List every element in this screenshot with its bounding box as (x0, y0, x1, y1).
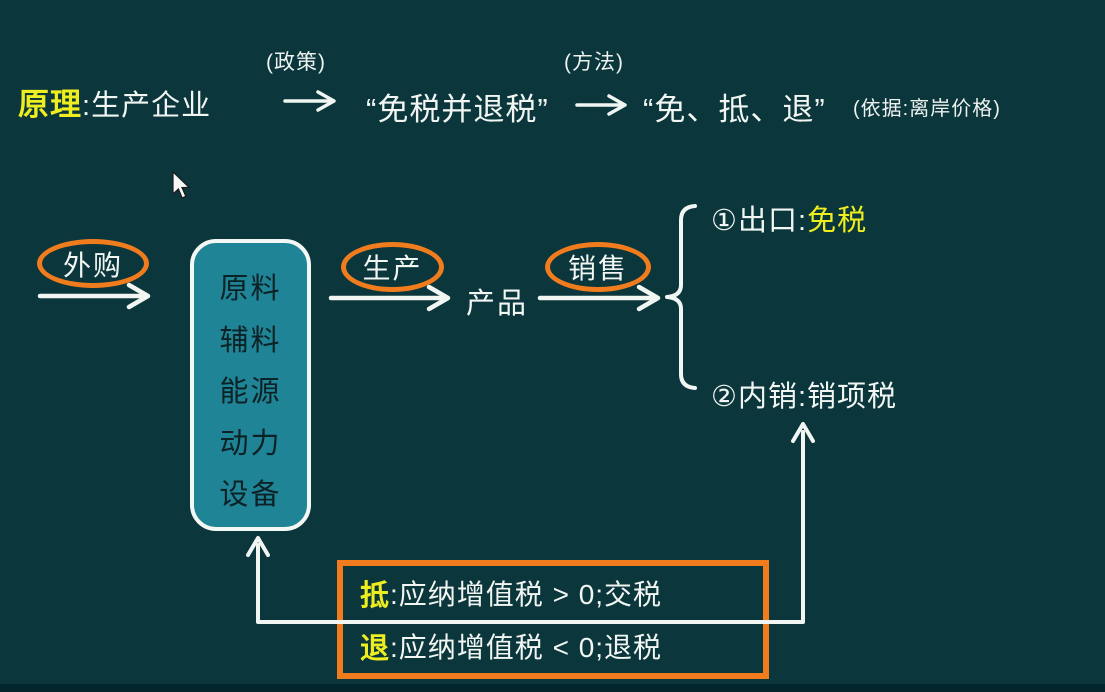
method-note: (方法) (564, 51, 624, 74)
rules-box: 抵:应纳增值税 > 0;交税 退:应纳增值税 < 0;退税 (337, 560, 769, 679)
policy-note: (政策) (266, 51, 326, 74)
rule-row-refund: 退:应纳增值税 < 0;退税 (343, 620, 763, 674)
header-arrow-method-icon (575, 94, 627, 116)
sell-label: 销售 (567, 253, 628, 284)
rule-key-refund: 退 (360, 633, 391, 666)
produce-label: 生产 (362, 253, 423, 284)
principle-colon: : (82, 90, 92, 122)
input-item-equipment: 设备 (219, 479, 282, 511)
policy-term: “免税并退税” (366, 92, 549, 127)
input-item-energy: 能源 (219, 376, 282, 408)
header-line: 原理:生产企业 (18, 79, 211, 124)
branch-export-highlight: 免税 (807, 205, 868, 237)
header-arrow-policy-icon (283, 90, 336, 112)
method-term: “免、抵、退” (643, 92, 826, 127)
header-subject: 生产企业 (91, 90, 212, 122)
purchase-label: 外购 (62, 249, 123, 281)
sell-ellipse: 销售 (545, 242, 651, 292)
bottom-edge-band (0, 684, 1105, 692)
branch-domestic: ②内销:销项税 (711, 381, 898, 413)
input-item-power: 动力 (219, 427, 282, 460)
basis-note: (依据:离岸价格) (853, 98, 1001, 120)
produce-ellipse: 生产 (341, 242, 444, 292)
input-item-auxiliary-materials: 辅料 (219, 324, 282, 357)
rule-text-refund: :应纳增值税 < 0;退税 (390, 632, 663, 664)
branch-brace (665, 204, 697, 390)
rule-text-credit: :应纳增值税 > 0;交税 (390, 578, 663, 610)
branch-export: ①出口:免税 (711, 197, 867, 239)
input-item-raw-materials: 原料 (219, 273, 282, 305)
purchase-arrow-icon (37, 282, 151, 310)
inputs-box: 原料 辅料 能源 动力 设备 (190, 239, 311, 531)
product-label: 产品 (466, 288, 529, 320)
principle-label: 原理 (18, 87, 82, 122)
rule-key-credit: 抵 (360, 579, 391, 612)
branch-export-prefix: ①出口: (711, 205, 808, 237)
purchase-ellipse: 外购 (37, 239, 149, 288)
rule-row-credit: 抵:应纳增值税 > 0;交税 (343, 566, 763, 620)
